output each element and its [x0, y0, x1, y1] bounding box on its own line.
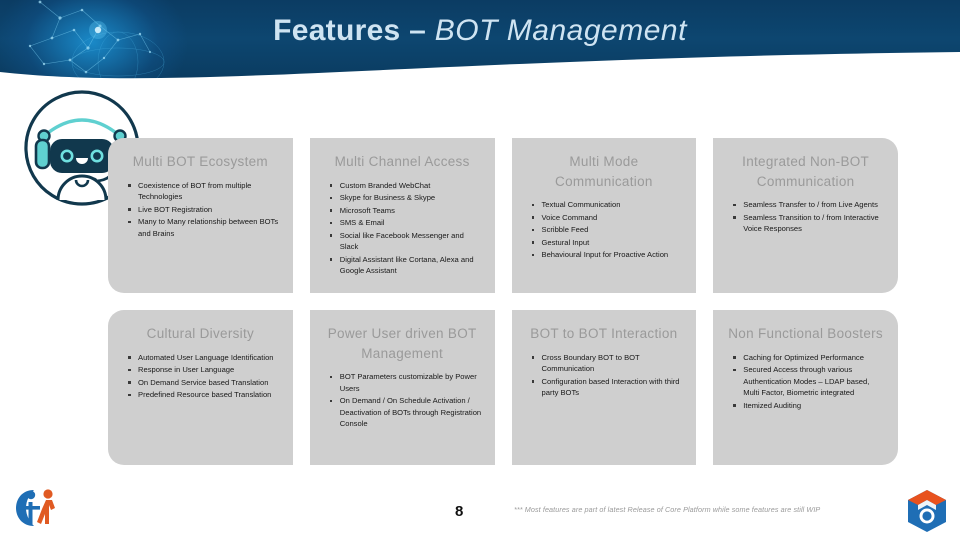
list-item: Seamless Transfer to / from Live Agents	[731, 199, 886, 211]
card-title: Non Functional Boosters	[728, 326, 883, 341]
list-item: Social like Facebook Messenger and Slack	[328, 230, 483, 253]
card-bullet-list: Cross Boundary BOT to BOT Communication …	[518, 352, 691, 399]
network-lines-decoration	[28, 0, 165, 86]
people-running-logo-icon	[16, 489, 55, 526]
list-item: BOT Parameters customizable by Power Use…	[328, 371, 483, 394]
list-item: SMS & Email	[328, 217, 483, 229]
brand-logo-right	[904, 488, 950, 534]
list-item: Digital Assistant like Cortana, Alexa an…	[328, 254, 483, 277]
list-item: Microsoft Teams	[328, 205, 483, 217]
feature-card-bot-to-bot-interaction[interactable]: BOT to BOT Interaction Cross Boundary BO…	[511, 310, 697, 465]
hexagon-brand-logo-icon	[908, 490, 946, 532]
list-item: Custom Branded WebChat	[328, 180, 483, 192]
list-item: Skype for Business & Skype	[328, 192, 483, 204]
card-bullet-list: Custom Branded WebChat Skype for Busines…	[316, 180, 489, 277]
card-bullet-list: Coexistence of BOT from multiple Technol…	[114, 180, 287, 240]
list-item: Itemized Auditing	[731, 400, 886, 412]
feature-card-power-user-driven-bot-management[interactable]: Power User driven BOT Management BOT Par…	[309, 310, 495, 465]
page-title: Features – BOT Management	[0, 14, 960, 48]
list-item: Many to Many relationship between BOTs a…	[126, 216, 281, 239]
card-title: Multi Channel Access	[334, 154, 470, 169]
list-item: Scribble Feed	[530, 224, 685, 236]
list-item: Textual Communication	[530, 199, 685, 211]
page-number: 8	[455, 503, 464, 520]
feature-row-2: Cultural Diversity Automated User Langua…	[108, 310, 898, 465]
feature-card-integrated-non-bot-communication[interactable]: Integrated Non-BOT Communication Seamles…	[713, 138, 898, 293]
slide-header: Features – BOT Management	[0, 0, 960, 86]
page-title-secondary: BOT Management	[434, 14, 687, 47]
feature-card-multi-channel-access[interactable]: Multi Channel Access Custom Branded WebC…	[309, 138, 495, 293]
page-title-primary: Features –	[273, 14, 435, 47]
card-title: Cultural Diversity	[146, 326, 255, 341]
feature-card-multi-bot-ecosystem[interactable]: Multi BOT Ecosystem Coexistence of BOT f…	[108, 138, 293, 293]
feature-card-non-functional-boosters[interactable]: Non Functional Boosters Caching for Opti…	[713, 310, 898, 465]
list-item: Secured Access through various Authentic…	[731, 364, 886, 399]
list-item: Live BOT Registration	[126, 204, 281, 216]
feature-card-cultural-diversity[interactable]: Cultural Diversity Automated User Langua…	[108, 310, 293, 465]
list-item: Automated User Language Identification	[126, 352, 281, 364]
card-title: Multi BOT Ecosystem	[132, 154, 268, 169]
list-item: Caching for Optimized Performance	[731, 352, 886, 364]
list-item: On Demand / On Schedule Activation / Dea…	[328, 395, 483, 430]
list-item: Seamless Transition to / from Interactiv…	[731, 212, 886, 235]
list-item: Cross Boundary BOT to BOT Communication	[530, 352, 685, 375]
company-logo-left	[8, 484, 66, 532]
list-item: Voice Command	[530, 212, 685, 224]
card-title: Integrated Non-BOT Communication	[742, 154, 870, 189]
feature-card-multi-mode-communication[interactable]: Multi Mode Communication Textual Communi…	[511, 138, 697, 293]
card-bullet-list: BOT Parameters customizable by Power Use…	[316, 371, 489, 430]
card-title: Multi Mode Communication	[555, 154, 653, 189]
list-item: Response in User Language	[126, 364, 281, 376]
card-title: Power User driven BOT Management	[327, 326, 477, 361]
card-bullet-list: Caching for Optimized Performance Secure…	[719, 352, 892, 412]
list-item: Behavioural Input for Proactive Action	[530, 249, 685, 261]
list-item: Coexistence of BOT from multiple Technol…	[126, 180, 281, 203]
feature-cards-grid: Multi BOT Ecosystem Coexistence of BOT f…	[108, 138, 898, 465]
card-bullet-list: Automated User Language Identification R…	[114, 352, 287, 401]
footer-note: *** Most features are part of latest Rel…	[514, 505, 821, 514]
header-network-artwork	[0, 0, 290, 86]
list-item: On Demand Service based Translation	[126, 377, 281, 389]
header-wave-divider	[0, 52, 960, 86]
list-item: Gestural Input	[530, 237, 685, 249]
list-item: Configuration based Interaction with thi…	[530, 376, 685, 399]
card-title: BOT to BOT Interaction	[530, 326, 678, 341]
card-bullet-list: Textual Communication Voice Command Scri…	[518, 199, 691, 261]
list-item: Predefined Resource based Translation	[126, 389, 281, 401]
feature-row-1: Multi BOT Ecosystem Coexistence of BOT f…	[108, 138, 898, 293]
card-bullet-list: Seamless Transfer to / from Live Agents …	[719, 199, 892, 235]
